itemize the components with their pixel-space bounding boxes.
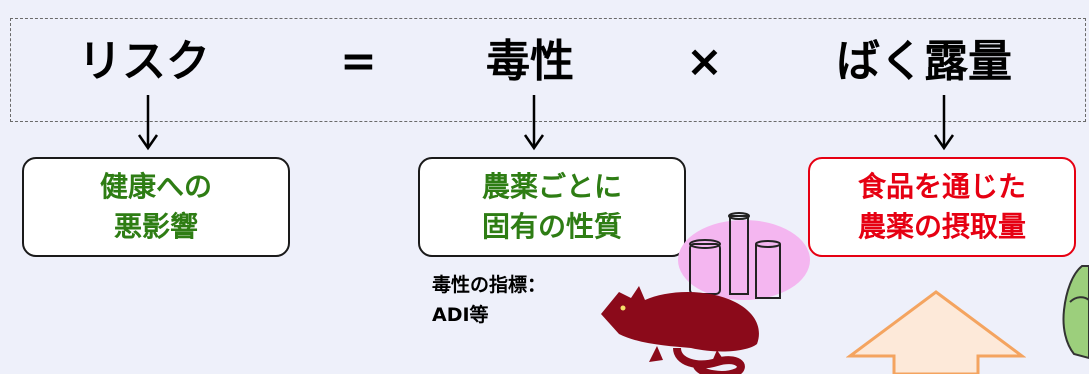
food-intake-line-1: 食品を通じた	[857, 170, 1026, 203]
toxicity-indicator-note: 毒性の指標： ADI等	[432, 270, 546, 330]
pesticide-property-box: 農薬ごとに 固有の性質	[418, 157, 686, 257]
formula-times: ×	[686, 36, 723, 87]
adi-label: ADI等	[432, 304, 489, 326]
health-effect-line-1: 健康への	[99, 170, 212, 203]
formula-exposure: ばく露量	[836, 36, 1012, 87]
down-arrow-icon	[137, 95, 159, 151]
health-effect-box: 健康への 悪影響	[22, 157, 290, 257]
rat-illustration	[601, 286, 759, 374]
formula-risk: リスク	[78, 36, 210, 87]
formula-toxicity: 毒性	[486, 36, 574, 87]
health-effect-line-2: 悪影響	[113, 210, 198, 243]
person-illustration	[1062, 265, 1089, 360]
up-arrow-icon	[846, 290, 1026, 374]
pesticide-property-line-2: 固有の性質	[481, 210, 622, 243]
food-intake-box: 食品を通じた 農薬の摂取量	[808, 157, 1076, 257]
down-arrow-icon	[523, 95, 545, 151]
lab-flask-illustration	[678, 212, 810, 300]
formula-equals: =	[340, 36, 377, 87]
down-arrow-icon	[933, 95, 955, 151]
toxicity-indicator-label: 毒性の指標：	[432, 274, 547, 296]
food-intake-line-2: 農薬の摂取量	[857, 210, 1026, 243]
formula-frame	[10, 18, 1086, 122]
pesticide-property-line-1: 農薬ごとに	[481, 170, 622, 203]
